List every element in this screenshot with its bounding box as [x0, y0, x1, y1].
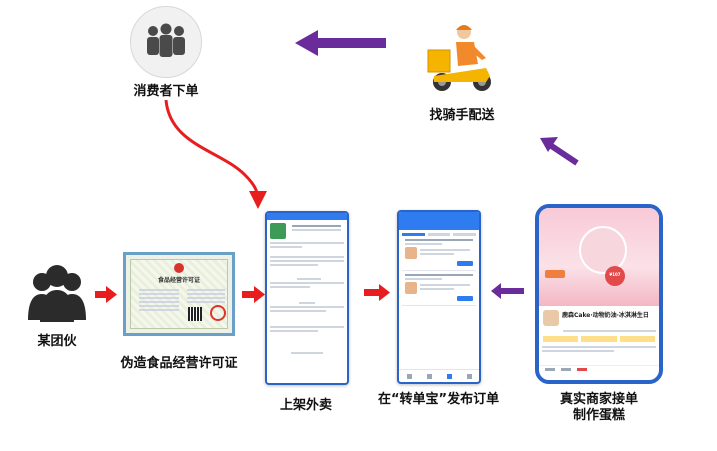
shop-name: 鹿森Cake·动物奶油·冰淇淋生日	[562, 312, 649, 319]
group-people-icon	[147, 23, 185, 57]
license-header: 食品经营许可证	[157, 277, 200, 284]
arrow-listing-to-platform	[364, 284, 390, 301]
rider-label: 找骑手配送	[429, 108, 495, 123]
arrow-merchant-to-platform	[491, 283, 524, 299]
price-badge: ¥107	[609, 272, 621, 277]
merchant-phone-screenshot: ¥107 鹿森Cake·动物奶油·冰淇淋生日	[535, 204, 663, 384]
platform-phone-screenshot	[397, 210, 481, 384]
arrow-rider-to-consumer	[295, 30, 386, 56]
delivery-rider-icon	[427, 25, 491, 91]
consumer-label: 消费者下单	[133, 84, 199, 99]
license-qr-code	[188, 307, 202, 321]
license-image: 食品经营许可证	[123, 252, 235, 336]
license-emblem-icon	[174, 263, 184, 273]
arrow-license-to-listing	[242, 286, 265, 303]
license-label: 伪造食品经营许可证	[120, 356, 238, 371]
gang-label: 某团伙	[37, 334, 77, 349]
curve-arrow-consumer-to-listing	[164, 99, 267, 209]
gang-people-icon	[28, 265, 86, 322]
license-red-seal	[210, 305, 226, 321]
merchant-label: 真实商家接单 制作蛋糕	[559, 392, 638, 423]
listing-label: 上架外卖	[279, 398, 332, 413]
listing-phone-screenshot	[265, 211, 349, 385]
platform-label: 在“转单宝”发布订单	[378, 392, 500, 407]
arrow-gang-to-license	[95, 286, 117, 303]
consumer-node	[130, 6, 202, 78]
arrow-merchant-to-rider	[540, 137, 579, 166]
